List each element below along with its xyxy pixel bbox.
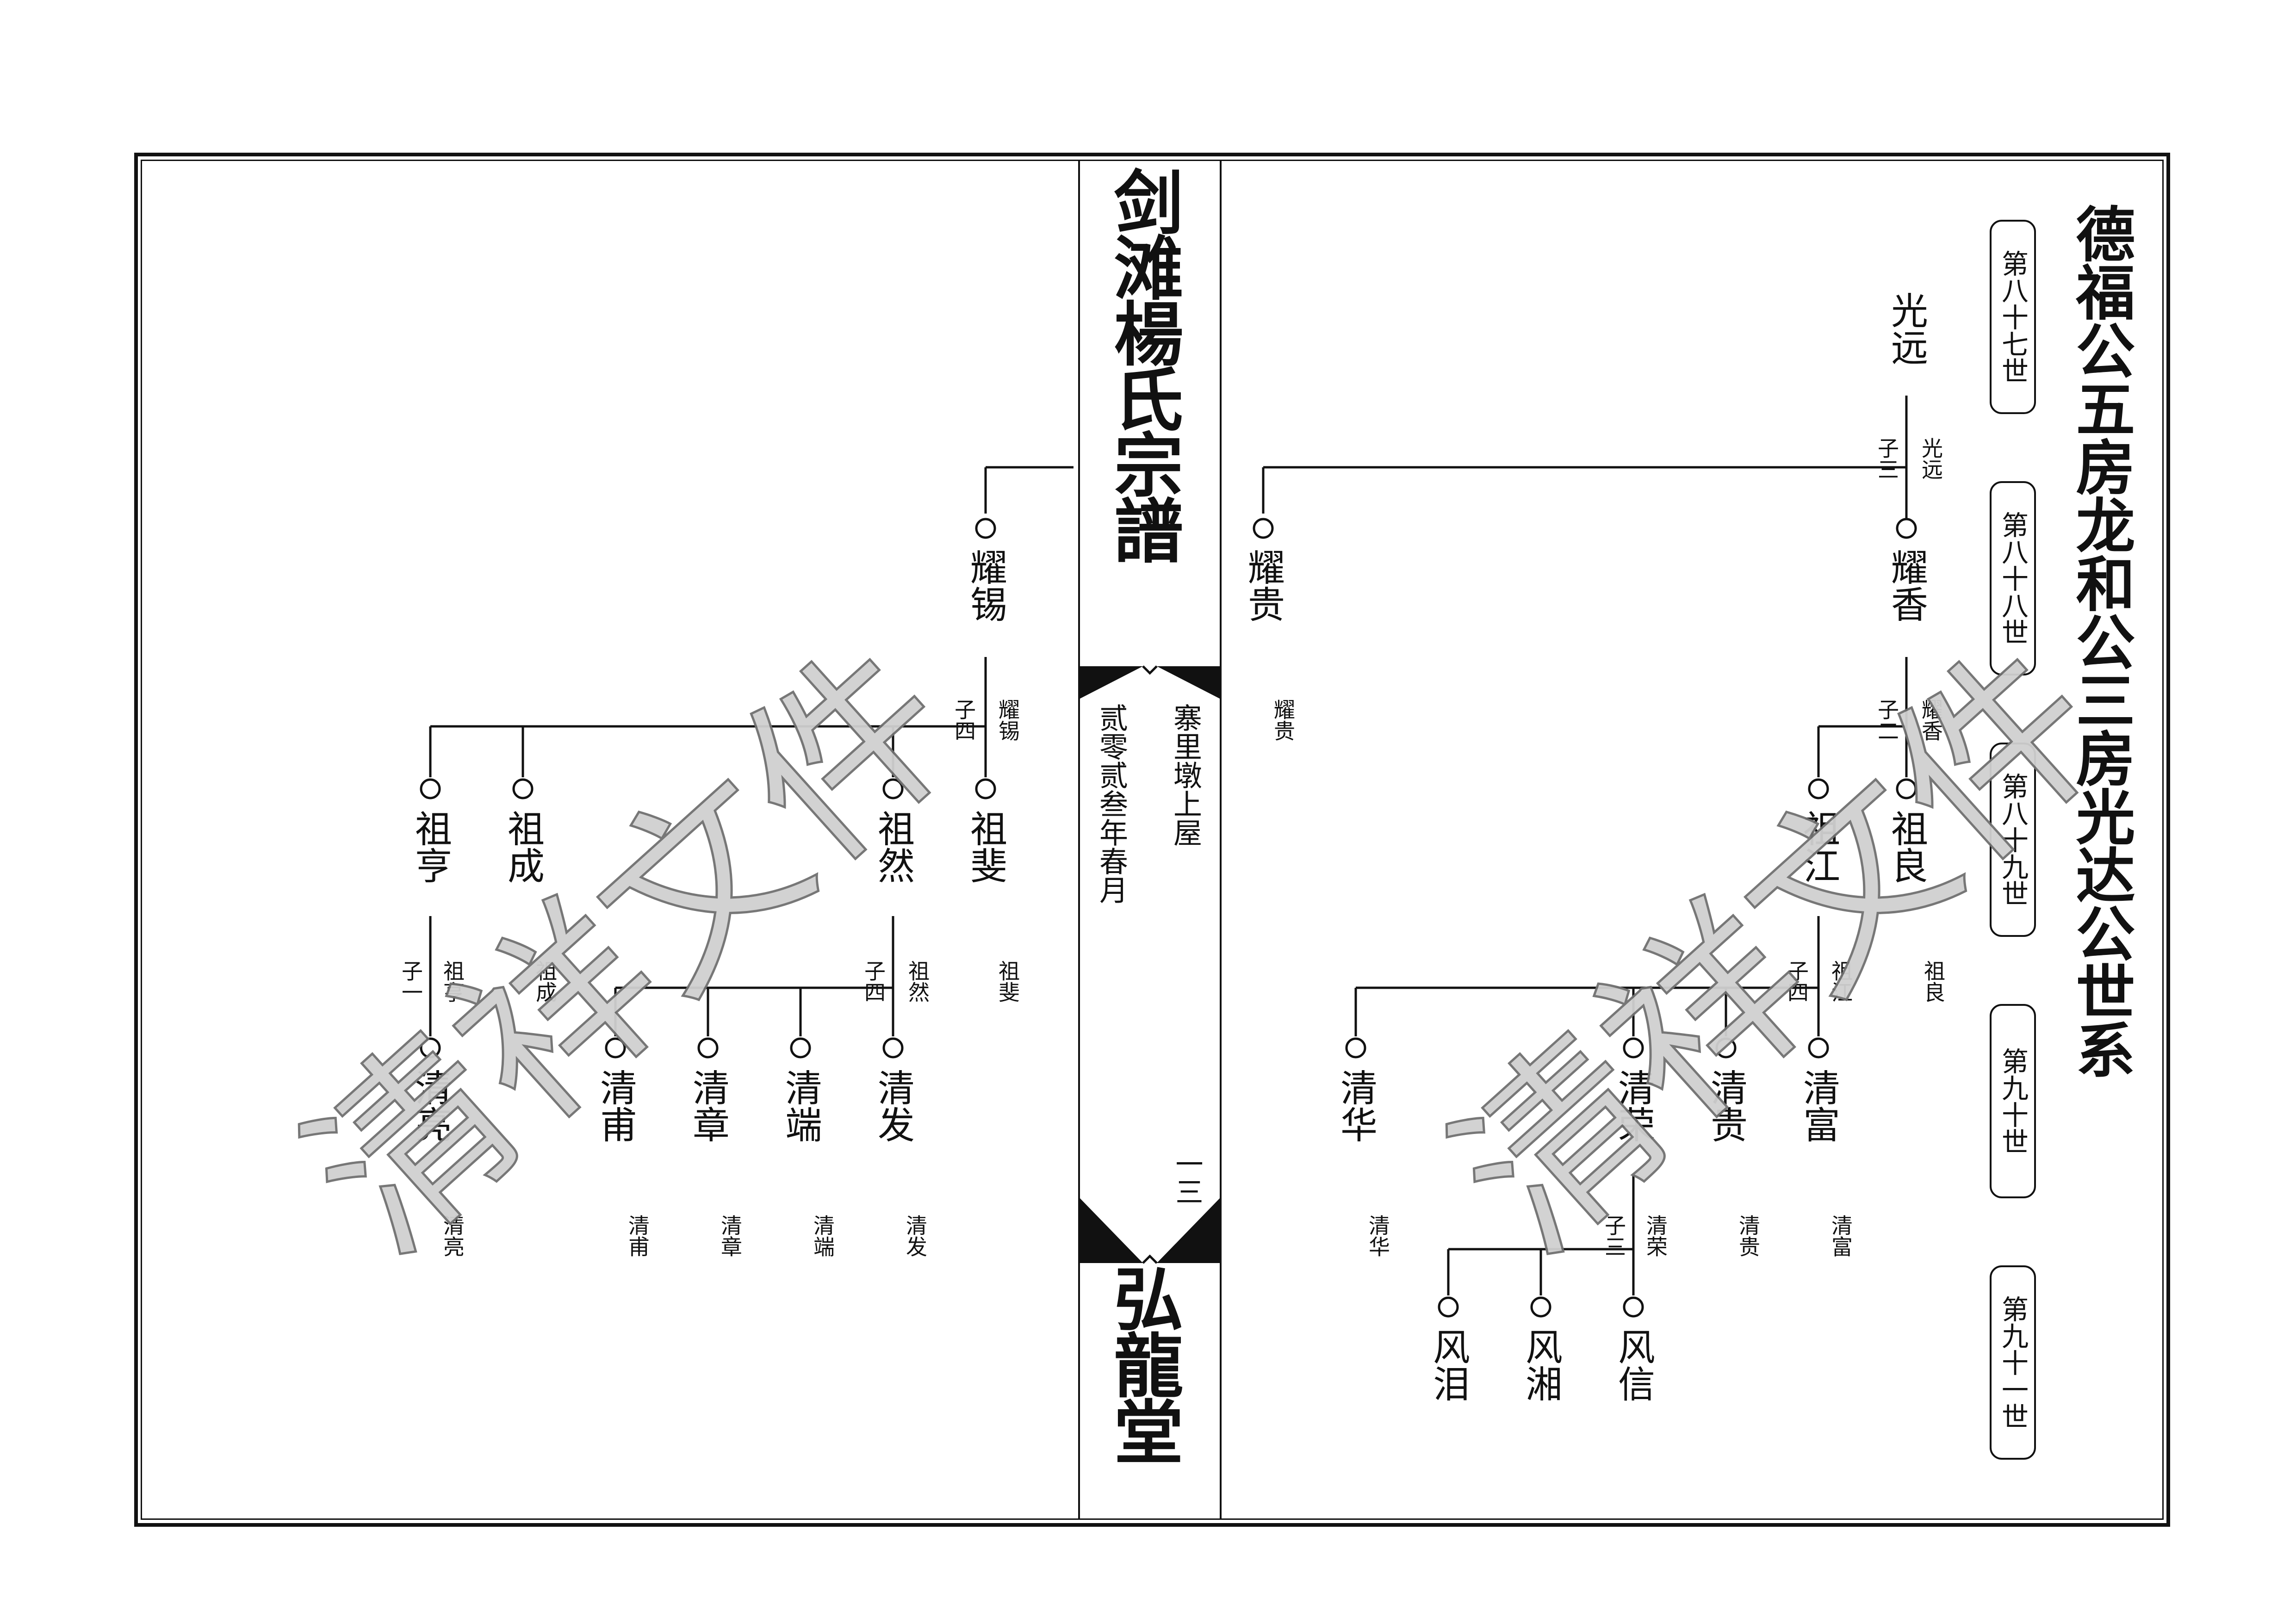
children-count-yaoxi: 子四: [951, 699, 976, 741]
person-zufei: 祖斐: [964, 810, 1007, 884]
person-zuliang: 祖良: [1885, 810, 1928, 884]
person-qinghua: 清华: [1334, 1069, 1378, 1143]
sublabel-zuheng: 祖亨: [440, 960, 465, 1003]
village-location: 寨里墩上屋: [1168, 703, 1202, 847]
genealogy-book-title: 剑滩楊氏宗譜: [1102, 167, 1184, 561]
sublabel-zuliang: 祖良: [1921, 960, 1946, 1003]
person-yaogui: 耀贵: [1242, 548, 1285, 622]
children-count-yaoxiang: 子二: [1874, 699, 1899, 741]
page-outer-border: [134, 153, 2170, 1527]
page-inner-border: [141, 160, 2164, 1520]
children-count-zuheng: 子一: [398, 960, 423, 1003]
person-yaoxiang: 耀香: [1885, 548, 1928, 622]
generation-label-90: 第九十世: [1990, 1004, 2036, 1198]
sublabel-yaogui: 耀贵: [1271, 699, 1296, 741]
person-qingfu: 清富: [1797, 1069, 1840, 1143]
person-qingliang: 清亮: [409, 1069, 452, 1143]
sublabel-guangyuan: 光远: [1918, 437, 1943, 480]
sublabel-qingfu: 清富: [1828, 1214, 1853, 1257]
sublabel-qingliang: 清亮: [440, 1214, 465, 1257]
page-number: 一三: [1171, 1150, 1203, 1205]
book-spine: [1078, 160, 1222, 1520]
sublabel-zucheng: 祖成: [533, 960, 558, 1003]
generation-label-88: 第八十八世: [1990, 481, 2036, 675]
children-count-zuran: 子四: [861, 960, 886, 1003]
person-zuheng: 祖亨: [409, 810, 452, 884]
sublabel-qingzhang: 清章: [718, 1214, 743, 1257]
sublabel-qingrong: 清荣: [1643, 1214, 1668, 1257]
sublabel-qinghua: 清华: [1365, 1214, 1390, 1257]
person-zucheng: 祖成: [502, 810, 545, 884]
children-count-guangyuan: 子三: [1874, 437, 1899, 480]
person-qingrong: 清荣: [1612, 1069, 1655, 1143]
person-qingfu2: 清甫: [594, 1069, 637, 1143]
person-fengxiang: 风湘: [1520, 1328, 1563, 1402]
sublabel-qingfu2: 清甫: [625, 1214, 650, 1257]
person-zujiang: 祖江: [1797, 810, 1840, 884]
sublabel-qingfa: 清发: [903, 1214, 928, 1257]
person-fengxin: 风信: [1612, 1328, 1655, 1402]
person-qinggui: 清贵: [1705, 1069, 1748, 1143]
sublabel-zufei: 祖斐: [995, 960, 1020, 1003]
sublabel-zuran: 祖然: [905, 960, 930, 1003]
sublabel-qingduan: 清端: [810, 1214, 835, 1257]
generation-label-87: 第八十七世: [1990, 220, 2036, 414]
sublabel-qinggui: 清贵: [1736, 1214, 1761, 1257]
generation-label-89: 第八十九世: [1990, 743, 2036, 937]
person-qingzhang: 清章: [687, 1069, 730, 1143]
person-yaoxi: 耀锡: [964, 548, 1007, 622]
person-qingfa: 清发: [872, 1069, 915, 1143]
person-qingduan: 清端: [779, 1069, 822, 1143]
ancestral-hall-name: 弘龍堂: [1102, 1263, 1184, 1463]
children-count-zujiang: 子四: [1784, 960, 1809, 1003]
person-zuran: 祖然: [872, 810, 915, 884]
person-fenglei: 风泪: [1427, 1328, 1470, 1402]
generation-label-91: 第九十一世: [1990, 1265, 2036, 1460]
lineage-title: 德福公五房龙和公三房光达公世系: [2066, 204, 2135, 1078]
sublabel-yaoxiang: 耀香: [1918, 699, 1943, 741]
children-count-qingrong: 子三: [1601, 1214, 1626, 1257]
sublabel-zujiang: 祖江: [1828, 960, 1853, 1003]
person-guangyuan: 光远: [1885, 291, 1928, 365]
compilation-date: 贰零贰叁年春月: [1094, 703, 1128, 904]
sublabel-yaoxi: 耀锡: [995, 699, 1020, 741]
